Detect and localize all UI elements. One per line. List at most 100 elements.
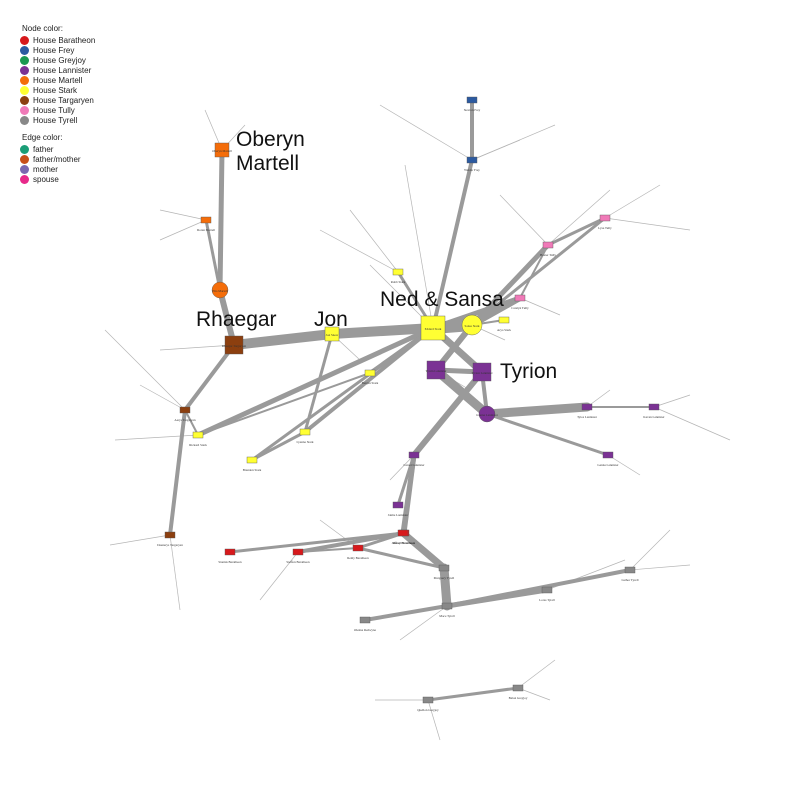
node-label-renly: Renly Baratheon (347, 556, 369, 560)
node-label-brandon: Brandon Stark (243, 468, 262, 472)
node-benjen (364, 369, 376, 377)
edge-margaery-mace (439, 563, 452, 611)
minor-edge (159, 344, 235, 351)
node-jon (324, 326, 340, 342)
edge-catelyn-hoster (519, 244, 549, 299)
minor-edge (604, 184, 661, 219)
minor-edge (629, 564, 691, 571)
legend-node-swatch (20, 45, 29, 55)
node-label-jon: Jon Snow (326, 333, 339, 337)
node-label-loras: Loras Tyrell (539, 598, 555, 602)
legend-node-swatch (20, 95, 29, 105)
node-ned (420, 315, 446, 341)
node-lyanna (299, 428, 311, 436)
edge-robert-renly (356, 531, 406, 550)
edge-sansa-hoster (469, 242, 551, 328)
node-label-tyrion: Tyrion Lannister (471, 371, 493, 375)
node-label-daenerys: Daenerys Targaryen (157, 543, 183, 547)
node-olenna (359, 616, 371, 624)
legend-node-label: House Martell (33, 75, 83, 85)
node-hoster (542, 241, 554, 249)
legend-node-swatch (20, 55, 29, 65)
node-jaime (392, 501, 404, 509)
node-label-tywin: Tywin Lannister (426, 369, 448, 373)
node-loras (541, 586, 553, 594)
edge-aerys-rickard (184, 409, 199, 436)
minor-edge (319, 229, 399, 273)
annotation-oberyn-text: Oberyn Martell (236, 128, 305, 175)
node-label-jaime: Jaime Lannister (388, 513, 409, 517)
node-stevron (466, 96, 478, 104)
node-label-luthor: Luthor Tyrell (622, 578, 639, 582)
edge-rickard-benjen (197, 372, 371, 436)
edge-mace-luthor (445, 568, 632, 608)
node-elia (211, 281, 229, 299)
minor-edge (109, 534, 171, 546)
node-label-genna: Genna Lannister (597, 463, 619, 467)
minor-edge (114, 434, 199, 441)
edge-ned-walder (431, 158, 474, 330)
node-sansa (461, 314, 483, 336)
minor-edge (259, 551, 299, 601)
node-label-elia: Elia Martell (212, 289, 227, 293)
legend-node-label: House Greyjoy (33, 55, 86, 65)
node-brandon (246, 456, 258, 464)
legend-node-row: House Tully (20, 105, 95, 115)
legend-node-row: House Martell (20, 75, 95, 85)
edge-mace-olenna (363, 604, 449, 622)
node-doran (200, 216, 212, 224)
node-label-doran: Doran Martell (197, 228, 215, 232)
minor-edge (607, 454, 641, 476)
node-quellon (422, 696, 434, 704)
legend-node-swatch (20, 75, 29, 85)
node-mace (441, 602, 453, 610)
legend-node-label: House Frey (33, 45, 75, 55)
node-label-lyanna: Lyanna Stark (297, 440, 314, 444)
edge-joffrey-margaery (399, 529, 448, 572)
node-rhaegar (224, 335, 244, 355)
minor-edge (629, 529, 671, 571)
minor-edge (547, 189, 611, 246)
legend-node-swatch (20, 115, 29, 125)
annotation-rhaegar: Rhaegar (196, 308, 277, 331)
minor-edge (427, 699, 441, 741)
node-label-kevan: Kevan Lannister (643, 415, 665, 419)
node-label-stevron: Stevron Frey (464, 108, 481, 112)
node-label-stannis: Stannis Baratheon (218, 560, 242, 564)
legend-node-row: House Stark (20, 85, 95, 95)
legend-node-label: House Lannister (33, 65, 92, 75)
edge-steffon-renly (297, 547, 359, 553)
node-margaery (438, 564, 450, 572)
edge-rhaegar-aerys (183, 343, 236, 412)
legend-edge-label: spouse (33, 174, 59, 184)
legend-edge-row: spouse (20, 174, 95, 184)
minor-edge (404, 164, 434, 329)
node-renly (352, 544, 364, 552)
legend-node-swatch (20, 105, 29, 115)
node-label-benjen: Benjen Stark (362, 381, 379, 385)
legend-node-label: House Baratheon (33, 35, 96, 45)
node-label-walder: Walder Frey (464, 168, 480, 172)
node-stannis (224, 548, 236, 556)
edge-jon-lyanna (303, 332, 334, 434)
node-walder (466, 156, 478, 164)
legend-node-label: House Targaryen (33, 95, 94, 105)
node-label-joffrey: Joffrey Baratheon (392, 541, 415, 545)
legend-node-row: House Baratheon (20, 35, 95, 45)
node-joffrey (397, 529, 409, 537)
legend-node-swatch (20, 65, 29, 75)
node-label-olenna: Olenna Redwyne (354, 628, 377, 632)
edge-ned-brandon (250, 326, 435, 462)
node-tyrion (472, 362, 492, 382)
legend-node-row: House Greyjoy (20, 55, 95, 65)
node-rickard (192, 431, 204, 439)
node-joanna (478, 405, 496, 423)
minor-edge (499, 194, 549, 246)
annotation-ned-sansa: Ned & Sansa (380, 288, 504, 311)
node-daenerys (164, 531, 176, 539)
node-label-mace: Mace Tyrell (439, 614, 454, 618)
legend-edge-label: mother (33, 164, 58, 174)
minor-edge (389, 454, 415, 481)
minor-edge (471, 124, 556, 161)
